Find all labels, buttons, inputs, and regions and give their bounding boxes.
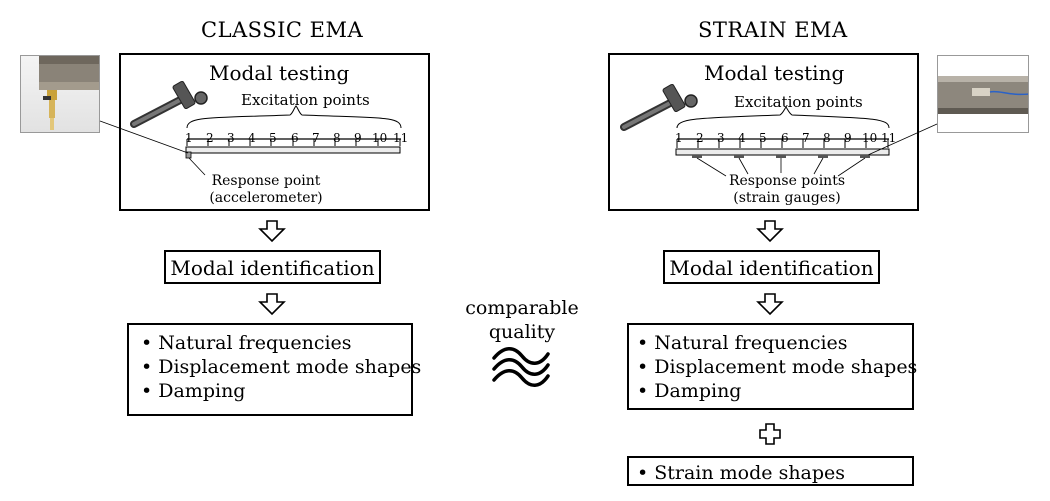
strain-result-item: • Natural frequencies [637,332,848,354]
hammer-icon [130,80,208,128]
down-arrow-icon [258,220,286,243]
strain-result-text: Natural frequencies [654,332,848,354]
strain-response-label-line1: Response points [728,173,846,189]
strain-results-box: • Natural frequencies • Displacement mod… [627,323,918,410]
classic-excitation-brace [186,105,402,129]
accelerometer-photo [20,55,100,133]
classic-response-leader [188,157,206,176]
strain-result-text: Damping [654,380,742,402]
strain-beam [675,138,890,177]
classic-result-text: Displacement mode shapes [158,356,422,378]
down-arrow-icon [756,220,784,243]
strain-response-label-line2: (strain gauges) [733,190,841,206]
classic-tick: 2 [206,131,214,145]
strain-tick: 5 [759,131,767,145]
classic-ema-title: CLASSIC EMA [201,18,364,42]
strain-gauge-markers [692,155,870,158]
classic-tick: 10 [372,131,388,145]
hammer-icon [620,83,698,131]
classic-tick: 4 [248,131,256,145]
plus-icon [759,423,781,445]
accelerometer-photo-drawing [39,56,99,130]
classic-response-label: Response point (accelerometer) [201,173,331,207]
classic-modal-identification-label: Modal identification [170,256,375,280]
classic-response-label-line2: (accelerometer) [209,190,323,206]
classic-tick: 7 [312,131,320,145]
down-arrow-icon [756,293,784,316]
strain-gauge-photo-leader [867,123,938,156]
accelerometer-marker [185,151,192,159]
strain-result-text: Displacement mode shapes [654,356,918,378]
classic-result-text: Damping [158,380,246,402]
classic-tick: 5 [269,131,277,145]
strain-result-item: • Damping [637,380,742,402]
comparable-quality-line2: quality [488,321,556,343]
strain-modal-testing-box: Modal testing Excitation points Response… [608,53,919,211]
strain-modal-identification-label: Modal identification [669,256,874,280]
accelerometer-photo-leader [99,120,189,154]
strain-modal-testing-label: Modal testing [704,61,845,85]
approx-icon [492,347,550,387]
classic-result-item: • Natural frequencies [141,332,352,354]
strain-response-label: Response points (strain gauges) [722,173,852,207]
classic-tick-labels: 1 2 3 4 5 6 7 8 9 10 11 [185,131,409,145]
classic-tick: 6 [291,131,299,145]
classic-modal-identification-box: Modal identification [164,250,381,284]
strain-modal-identification-box: Modal identification [663,250,880,284]
classic-tick: 11 [393,131,409,145]
classic-tick: 1 [185,131,193,145]
classic-excitation-label: Excitation points [241,91,370,109]
strain-ema-title: STRAIN EMA [698,18,848,42]
strain-tick: 8 [823,131,831,145]
comparable-quality-label: comparable quality [452,296,592,344]
classic-response-label-line1: Response point [211,173,321,189]
classic-result-item: • Displacement mode shapes [141,356,422,378]
strain-tick: 3 [717,131,725,145]
strain-tick: 7 [802,131,810,145]
strain-extra-result-text: Strain mode shapes [654,462,846,484]
strain-gauge-leader-lines [696,157,866,177]
strain-tick: 11 [881,131,897,145]
strain-extra-result-item: • Strain mode shapes [637,462,846,484]
classic-beam [185,138,401,159]
strain-tick: 4 [738,131,746,145]
strain-excitation-label: Excitation points [734,93,863,111]
classic-result-text: Natural frequencies [158,332,352,354]
strain-tick: 9 [844,131,852,145]
classic-tick: 8 [333,131,341,145]
classic-result-item: • Damping [141,380,246,402]
strain-tick: 1 [675,131,683,145]
classic-modal-testing-box: Modal testing Excitation points Response… [119,53,430,211]
strain-tick: 2 [696,131,704,145]
down-arrow-icon [258,293,286,316]
strain-tick: 6 [781,131,789,145]
comparable-quality-line1: comparable [465,297,579,319]
strain-gauge-photo-drawing [938,76,1028,114]
classic-results-box: • Natural frequencies • Displacement mod… [127,323,422,416]
classic-modal-testing-label: Modal testing [209,61,350,85]
strain-excitation-brace [676,106,890,129]
strain-extra-result-box: • Strain mode shapes [627,456,914,486]
classic-tick: 9 [354,131,362,145]
strain-gauge-photo [937,55,1029,133]
classic-tick: 3 [227,131,235,145]
strain-result-item: • Displacement mode shapes [637,356,918,378]
